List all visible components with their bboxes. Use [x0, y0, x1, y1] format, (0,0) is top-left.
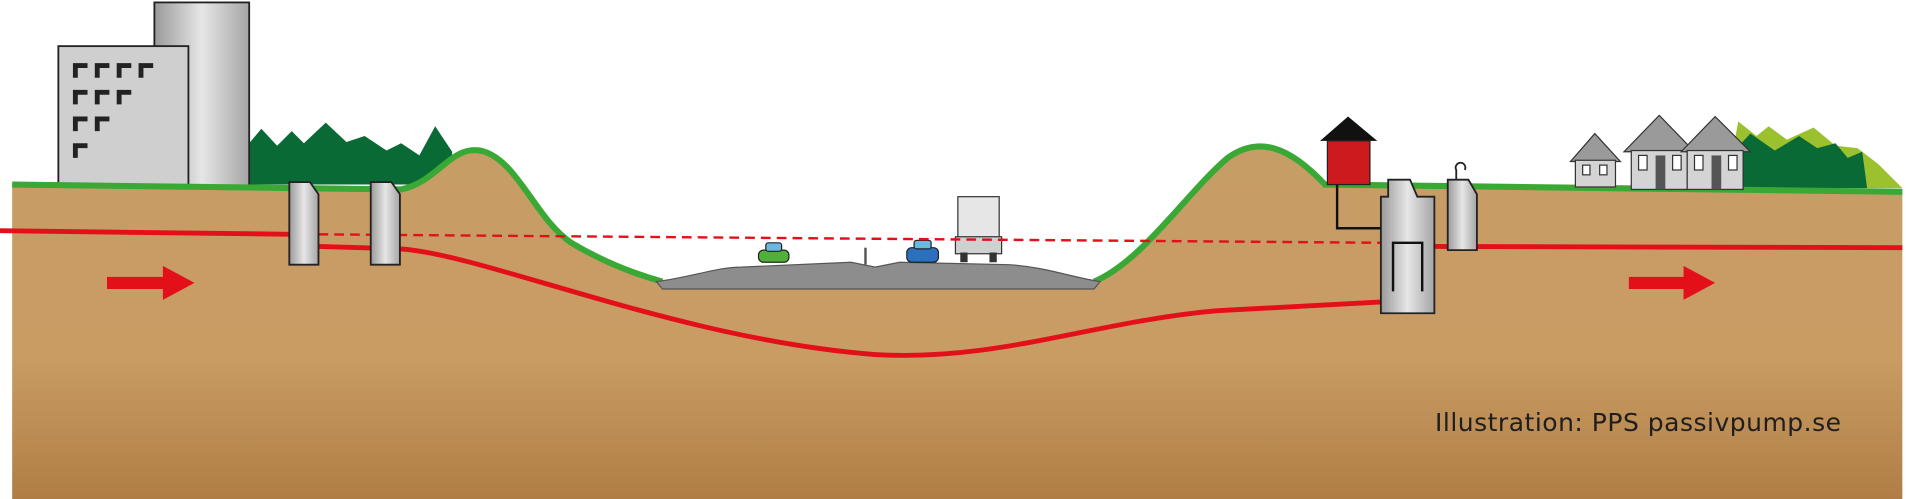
office-windows [72, 63, 154, 158]
flow-arrow-left [106, 265, 195, 300]
forest-left [243, 122, 453, 185]
green-car [757, 242, 790, 263]
pump-chamber [1379, 178, 1436, 315]
inner-pipe [1391, 241, 1424, 292]
truck [954, 196, 1003, 263]
manhole-2 [369, 181, 401, 266]
vent-chamber [1446, 178, 1478, 252]
control-hut [1320, 116, 1378, 186]
house-large [1679, 115, 1752, 191]
vent-hook [1454, 161, 1467, 180]
outlet-pipe [1428, 244, 1903, 251]
manhole-1 [288, 181, 320, 266]
grass-surface-right [1092, 143, 1903, 285]
grass-surface [12, 147, 664, 285]
house-medium [1622, 114, 1696, 191]
flow-arrow-right [1628, 265, 1716, 300]
illustration-credit: Illustration: PPS passivpump.se [1435, 408, 1842, 437]
house-small [1569, 132, 1622, 188]
road-sign [864, 247, 867, 265]
pipe-dashed-level [318, 233, 1386, 245]
blue-car [906, 239, 940, 263]
road [655, 261, 1102, 290]
